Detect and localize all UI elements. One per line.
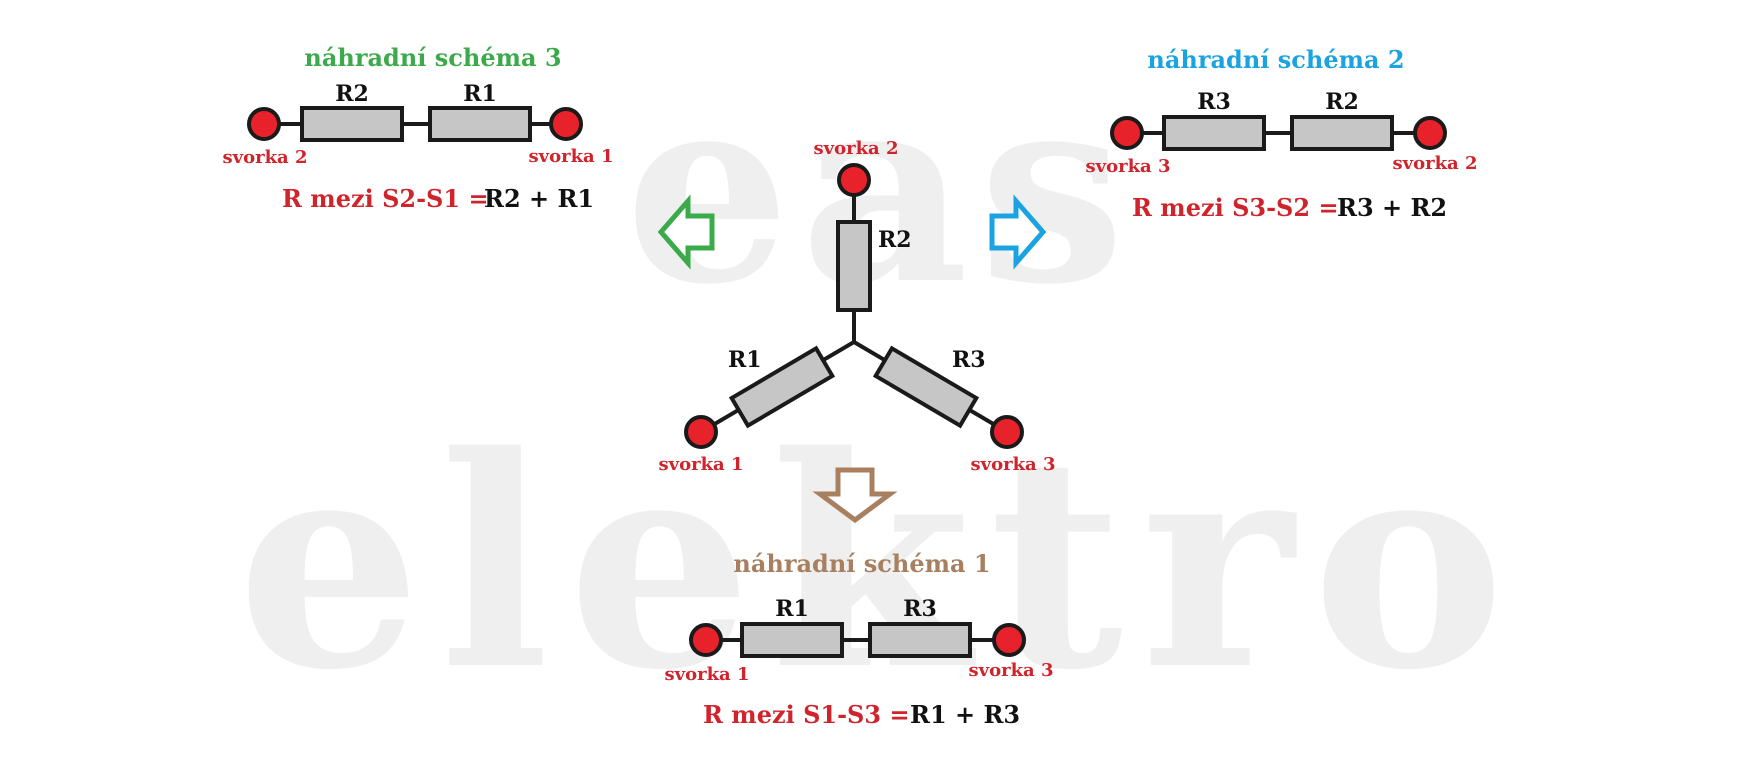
scheme-3-terminal-left-label: svorka 2 xyxy=(222,147,307,168)
scheme-3-title: náhradní schéma 3 xyxy=(304,43,561,72)
scheme-2: náhradní schéma 2 R3 R2 svorka 3 svorka … xyxy=(1085,45,1477,222)
star-terminal-right-label: svorka 3 xyxy=(970,454,1055,475)
star-terminal-top-label: svorka 2 xyxy=(813,138,898,159)
scheme-3: náhradní schéma 3 R2 R1 svorka 2 svorka … xyxy=(222,43,613,213)
scheme-1-terminal-right-label: svorka 3 xyxy=(968,660,1053,681)
scheme-2-terminal-right-label: svorka 2 xyxy=(1392,153,1477,174)
watermark-line2: elektro xyxy=(237,394,1523,734)
watermark-line1: eas xyxy=(625,37,1135,342)
arrow-down-icon xyxy=(812,467,898,524)
scheme-2-terminal-left xyxy=(1110,116,1144,150)
scheme-2-terminal-left-label: svorka 3 xyxy=(1085,156,1170,177)
star-terminal-left-label: svorka 1 xyxy=(658,454,743,475)
scheme-3-terminal-right xyxy=(549,107,583,141)
scheme-1-title: náhradní schéma 1 xyxy=(733,549,990,578)
scheme-1-resistor-a xyxy=(740,622,844,658)
scheme-3-terminal-right-label: svorka 1 xyxy=(528,146,613,167)
scheme-2-terminal-right xyxy=(1413,116,1447,150)
star-resistor-right-label: R3 xyxy=(952,347,986,373)
scheme-1-resistor-b xyxy=(868,622,972,658)
scheme-3-resistor-b xyxy=(428,106,532,142)
scheme-1-terminal-left xyxy=(689,623,723,657)
star-terminal-right xyxy=(990,415,1024,449)
scheme-1-formula-lhs: R mezi S1-S3 = xyxy=(703,700,910,729)
star-resistor-right xyxy=(872,345,980,429)
scheme-2-resistor-a-label: R3 xyxy=(1197,89,1231,115)
scheme-2-formula-lhs: R mezi S3-S2 = xyxy=(1132,193,1339,222)
scheme-2-resistor-b xyxy=(1290,115,1394,151)
scheme-1: náhradní schéma 1 R1 R3 svorka 1 svorka … xyxy=(664,549,1053,729)
scheme-2-resistor-b-label: R2 xyxy=(1325,89,1359,115)
star-terminal-left xyxy=(684,415,718,449)
scheme-3-terminal-left xyxy=(247,107,281,141)
scheme-3-formula-lhs: R mezi S2-S1 = xyxy=(282,184,489,213)
watermark: eas elektro xyxy=(237,37,1523,734)
star-connection: svorka 2 svorka 1 svorka 3 R2 R1 R3 xyxy=(658,138,1055,475)
scheme-1-terminal-right xyxy=(992,623,1026,657)
scheme-2-title: náhradní schéma 2 xyxy=(1147,45,1404,74)
scheme-1-resistor-b-label: R3 xyxy=(903,596,937,622)
arrow-left-icon xyxy=(657,194,715,270)
scheme-3-formula-rhs: R2 + R1 xyxy=(484,184,594,213)
star-resistor-left xyxy=(728,345,836,429)
scheme-3-resistor-a-label: R2 xyxy=(335,81,369,107)
star-resistor-left-label: R1 xyxy=(728,347,762,373)
scheme-3-resistor-a xyxy=(300,106,404,142)
scheme-1-terminal-left-label: svorka 1 xyxy=(664,664,749,685)
star-terminal-top xyxy=(837,163,871,197)
scheme-1-formula-rhs: R1 + R3 xyxy=(910,700,1020,729)
star-resistor-top-label: R2 xyxy=(878,227,912,253)
scheme-2-resistor-a xyxy=(1162,115,1266,151)
scheme-1-resistor-a-label: R1 xyxy=(775,596,809,622)
scheme-2-formula-rhs: R3 + R2 xyxy=(1337,193,1447,222)
star-resistor-top xyxy=(836,220,872,312)
arrow-right-icon xyxy=(989,194,1047,270)
scheme-3-resistor-b-label: R1 xyxy=(463,81,497,107)
